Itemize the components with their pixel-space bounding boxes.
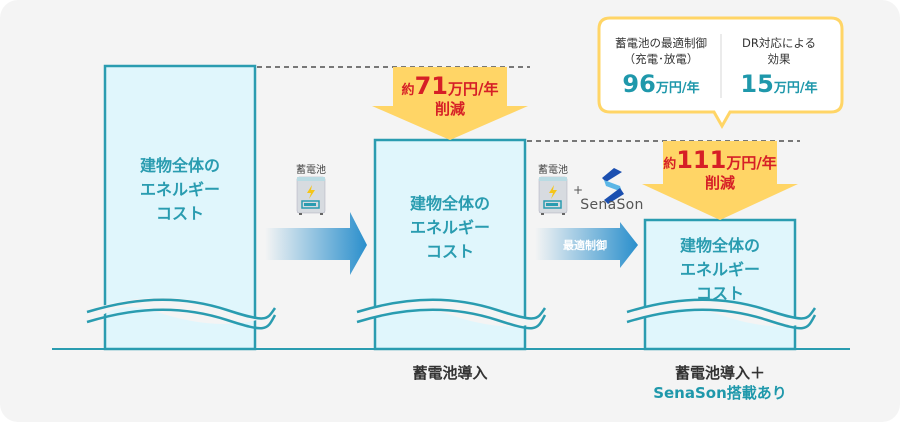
reduction-unit: 万円/年 bbox=[447, 80, 499, 98]
label-line: コスト bbox=[695, 284, 744, 303]
bar-2-label: 建物全体の エネルギー コスト bbox=[375, 192, 525, 264]
reduction-amount: 71 bbox=[414, 72, 448, 100]
callout-left-value: 96万円/年 bbox=[606, 70, 716, 98]
label-line: 建物全体の bbox=[409, 194, 490, 213]
callout-line: DR対応による bbox=[741, 36, 816, 50]
reduction-prefix: 約 bbox=[663, 157, 677, 172]
callout-right-value: 15万円/年 bbox=[724, 70, 834, 98]
label-line: コスト bbox=[425, 242, 474, 261]
bar-3-label: 建物全体の エネルギー コスト bbox=[645, 234, 795, 306]
callout-unit: 万円/年 bbox=[773, 81, 818, 96]
bar-2-caption: 蓄電池導入 bbox=[412, 364, 488, 382]
arrow-right-2 bbox=[535, 222, 638, 268]
wave-break-1 bbox=[86, 297, 278, 330]
senason-logo-text: SenaSon bbox=[580, 197, 644, 213]
callout-left-heading: 蓄電池の最適制御 （充電･放電） bbox=[606, 35, 716, 67]
callout-amount: 15 bbox=[740, 70, 774, 98]
battery-label: 蓄電池 bbox=[296, 165, 326, 176]
callout-line: 蓄電池の最適制御 bbox=[615, 36, 707, 50]
callout-right-heading: DR対応による 効果 bbox=[724, 35, 834, 67]
reduction-arrow-2 bbox=[642, 141, 798, 220]
reduction-prefix: 約 bbox=[401, 83, 415, 98]
battery-label: 蓄電池 bbox=[538, 165, 568, 176]
arrow-right-1 bbox=[265, 212, 367, 275]
optimal-control-label: 最適制御 bbox=[563, 239, 607, 252]
label-line: 建物全体の bbox=[139, 156, 220, 175]
label-line: エネルギー bbox=[679, 260, 760, 279]
reduction-arrow-1 bbox=[372, 67, 528, 140]
label-line: コスト bbox=[155, 204, 204, 223]
label-line: 建物全体の bbox=[679, 236, 760, 255]
label-line: エネルギー bbox=[139, 180, 220, 199]
reduction-2-text: 約111万円/年 削減 bbox=[642, 146, 798, 193]
reduction-amount: 111 bbox=[676, 146, 727, 174]
bar-3-caption: 蓄電池導入＋ bbox=[674, 364, 765, 382]
bar-3-caption-senason: SenaSon搭載あり bbox=[653, 384, 787, 402]
reduction-1-text: 約71万円/年 削減 bbox=[372, 72, 528, 119]
battery-icon bbox=[538, 176, 568, 215]
callout-unit: 万円/年 bbox=[655, 81, 700, 96]
label-line: エネルギー bbox=[409, 218, 490, 237]
reduction-unit: 万円/年 bbox=[726, 154, 777, 172]
wave-break-2 bbox=[356, 298, 547, 330]
reduction-suffix: 削減 bbox=[434, 100, 465, 118]
battery-icon bbox=[296, 176, 326, 215]
reduction-suffix: 削減 bbox=[704, 174, 735, 192]
bar-1-label: 建物全体の エネルギー コスト bbox=[105, 154, 255, 226]
senason-logo-icon bbox=[602, 168, 624, 204]
plus-sign: + bbox=[572, 183, 584, 197]
callout-line: 効果 bbox=[767, 52, 791, 66]
callout-amount: 96 bbox=[622, 70, 656, 98]
wave-break-3 bbox=[626, 298, 817, 330]
callout-line: （充電･放電） bbox=[623, 52, 699, 66]
